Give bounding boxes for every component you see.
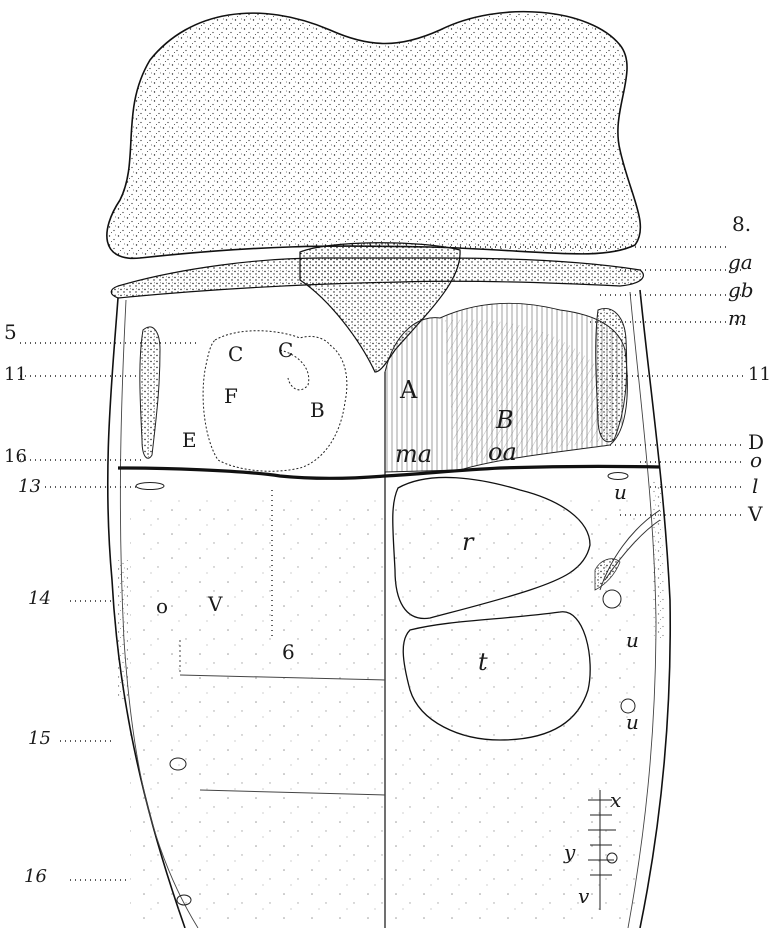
- label-x: x: [610, 790, 621, 810]
- label-o-right: o: [750, 450, 762, 470]
- label-C-2: C: [278, 340, 293, 360]
- label-V-center: V: [208, 594, 222, 614]
- label-16: 16: [4, 448, 27, 466]
- label-B-left: B: [310, 400, 325, 420]
- label-6: 6: [282, 642, 295, 662]
- label-ma: ma: [395, 442, 432, 466]
- head-cap: [107, 12, 641, 259]
- label-F: F: [224, 386, 238, 406]
- label-11-right: 11: [748, 366, 771, 384]
- label-E: E: [182, 430, 197, 450]
- label-u-3: u: [626, 712, 639, 732]
- label-V-right: V: [748, 504, 762, 524]
- label-m: m: [728, 308, 747, 328]
- label-A: A: [400, 378, 417, 402]
- label-16-lower: 16: [24, 868, 47, 886]
- label-14: 14: [28, 590, 51, 608]
- label-ga: ga: [728, 252, 753, 272]
- label-15: 15: [28, 730, 51, 748]
- label-l: l: [752, 476, 758, 496]
- label-u-2: u: [626, 630, 639, 650]
- label-oa: oa: [488, 440, 517, 464]
- label-13: 13: [18, 478, 41, 496]
- label-o-center: o: [156, 596, 168, 616]
- label-B-right: B: [496, 408, 514, 432]
- label-v: v: [578, 886, 589, 906]
- label-5: 5: [4, 322, 17, 342]
- label-y: y: [564, 842, 575, 862]
- label-11-left: 11: [4, 366, 27, 384]
- label-gb: gb: [728, 280, 754, 300]
- label-8: 8.: [732, 214, 751, 234]
- label-t: t: [478, 650, 488, 674]
- label-C-1: C: [228, 344, 243, 364]
- label-r: r: [462, 530, 473, 554]
- label-u-1: u: [614, 482, 627, 502]
